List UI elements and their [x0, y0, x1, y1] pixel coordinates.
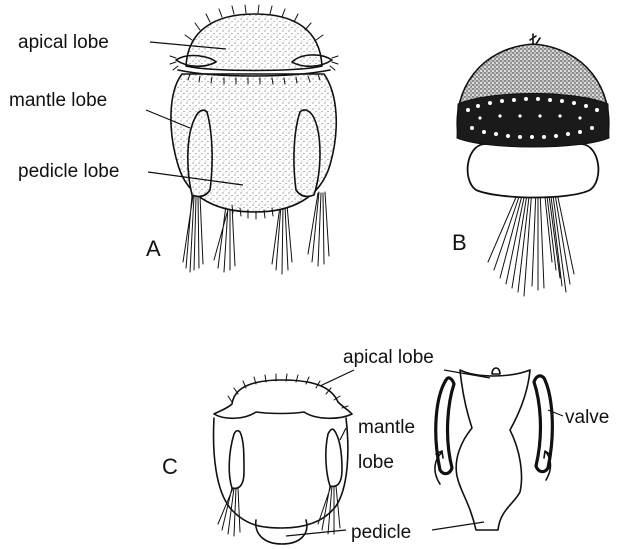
ciliary-band-b	[457, 94, 609, 148]
panel-label-b: B	[452, 230, 467, 255]
panel-label-c: C	[162, 454, 178, 479]
label-apical-lobe-a: apical lobe	[18, 32, 109, 53]
body-b	[468, 144, 599, 198]
label-mantle-lobe-a: mantle lobe	[9, 90, 107, 111]
mantle-lobe-right-a	[294, 110, 320, 196]
label-apical-lobe-c: apical lobe	[343, 347, 434, 368]
label-pedicle-lobe-a: pedicle lobe	[18, 161, 119, 182]
leader-apical-lobe-c-right	[444, 370, 490, 378]
larva-a	[170, 5, 338, 274]
mantle-lobe-right-c	[326, 429, 342, 486]
label-lobe-c: lobe	[358, 452, 394, 473]
apical-lobe-a	[186, 14, 322, 71]
apical-tuft-c	[492, 368, 500, 374]
valve-c-left	[436, 378, 454, 474]
label-mantle-c: mantle	[358, 417, 415, 438]
leader-apical-lobe-c	[320, 370, 354, 386]
pedicle-c-left	[256, 520, 307, 544]
label-pedicle-c: pedicle	[351, 522, 411, 543]
mantle-lobe-left-c	[229, 431, 244, 489]
panel-label-a: A	[146, 236, 161, 261]
larva-c-left	[214, 374, 352, 544]
larva-b	[457, 34, 609, 296]
leader-pedicle-c-left	[286, 530, 346, 536]
body-c-right	[456, 370, 530, 530]
apical-tuft-b	[530, 34, 540, 44]
setae-bundles-b	[488, 188, 574, 296]
label-valve-c: valve	[565, 407, 609, 428]
larva-c-right	[435, 368, 552, 530]
apical-lobe-c-left	[214, 380, 352, 418]
leader-mantle-c	[340, 428, 346, 440]
